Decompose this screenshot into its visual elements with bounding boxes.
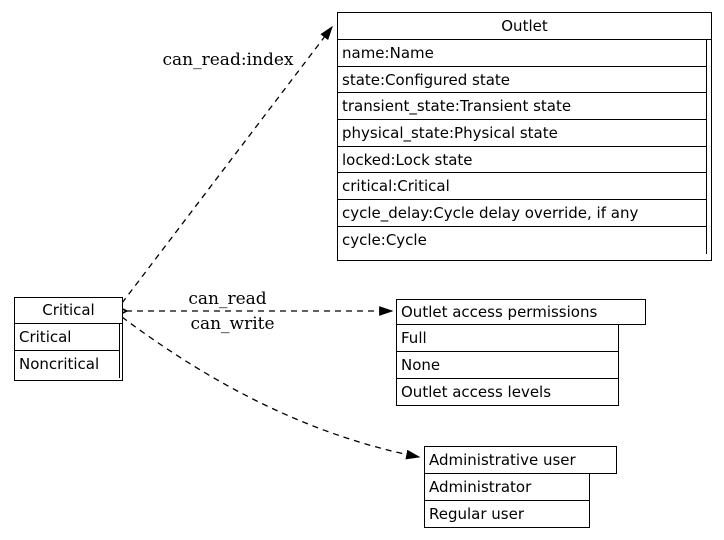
class-node-administrative-user: Administrative user Administrator Regula… <box>424 446 617 528</box>
attribute-row: critical:Critical <box>338 173 707 201</box>
attribute-row: Outlet access levels <box>396 378 619 406</box>
class-title-critical: Critical <box>15 298 122 324</box>
class-title-outlet-access-permissions: Outlet access permissions <box>396 299 646 325</box>
attribute-row: locked:Lock state <box>338 146 707 174</box>
attribute-row: Regular user <box>424 500 590 528</box>
edge-label-can-read: can_read <box>188 289 267 309</box>
class-node-outlet: Outlet name:Name state:Configured state … <box>337 12 712 261</box>
attribute-row: name:Name <box>338 40 707 67</box>
class-node-outlet-access-permissions: Outlet access permissions Full None Outl… <box>396 299 646 406</box>
edge-can-read-index <box>121 25 333 304</box>
attribute-row: Administrator <box>424 473 590 501</box>
attribute-row: cycle:Cycle <box>338 226 707 254</box>
attribute-row: Critical <box>15 324 120 351</box>
attribute-row: physical_state:Physical state <box>338 120 707 147</box>
edge-to-admin-user <box>121 316 421 460</box>
edge-label-can-read-index: can_read:index <box>162 50 294 70</box>
attribute-row: None <box>396 351 619 379</box>
attribute-row: Noncritical <box>15 351 120 378</box>
class-title-outlet: Outlet <box>338 13 711 40</box>
attribute-row: Full <box>396 324 619 352</box>
attribute-row: transient_state:Transient state <box>338 93 707 121</box>
attribute-row: state:Configured state <box>338 66 707 94</box>
class-title-administrative-user: Administrative user <box>424 446 617 474</box>
class-node-critical: Critical Critical Noncritical <box>14 297 123 381</box>
attribute-row: cycle_delay:Cycle delay override, if any <box>338 200 707 227</box>
edge-label-can-write: can_write <box>190 314 275 334</box>
